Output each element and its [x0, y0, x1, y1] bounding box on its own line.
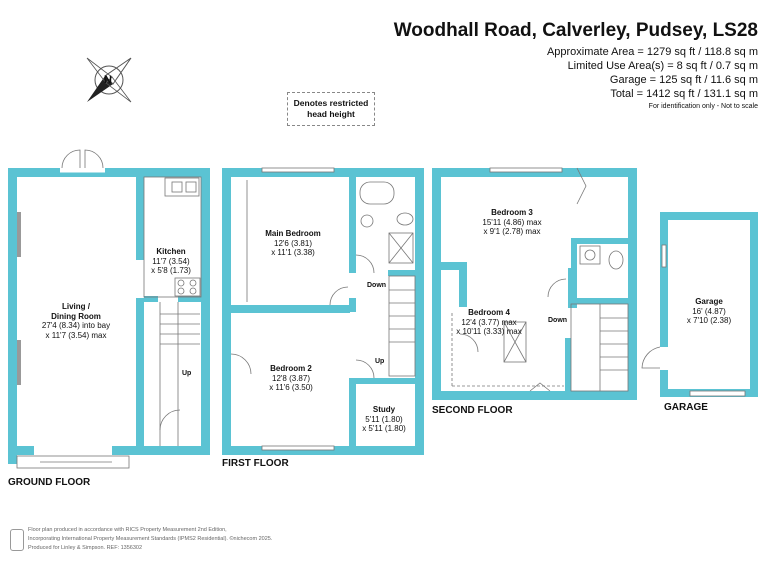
ground-floor-fixtures	[16, 149, 202, 469]
room-bedroom-3: Bedroom 3 15'11 (4.86) max x 9'1 (2.78) …	[482, 208, 541, 237]
restricted-head-height-legend: Denotes restricted head height	[287, 92, 375, 126]
room-name: Kitchen	[156, 247, 186, 256]
first-floor-walls	[222, 168, 424, 455]
room-name: Bedroom 3	[491, 208, 533, 217]
second-floor-label: SECOND FLOOR	[432, 405, 513, 416]
room-dimension-2: x 5'8 (1.73)	[151, 266, 191, 275]
room-dimension-1: 11'7 (3.54)	[152, 256, 190, 266]
room-dimension-2: x 9'1 (2.78) max	[483, 227, 541, 236]
approximate-area: Approximate Area = 1279 sq ft / 118.8 sq…	[546, 46, 758, 58]
room-kitchen: Kitchen 11'7 (3.54) x 5'8 (1.73)	[151, 247, 191, 276]
scale-note: For identification only - Not to scale	[648, 103, 758, 110]
room-dimension-2: x 11'6 (3.50)	[269, 383, 313, 392]
room-dimension-1: 12'4 (3.77) max	[461, 317, 517, 327]
ground-floor-walls	[8, 168, 210, 464]
room-bedroom-2: Bedroom 2 12'8 (3.87) x 11'6 (3.50)	[269, 364, 313, 393]
page-title: Woodhall Road, Calverley, Pudsey, LS28	[393, 20, 758, 41]
room-garage: Garage 16' (4.87) x 7'10 (2.38)	[687, 297, 731, 326]
legend-line-2: head height	[307, 109, 355, 119]
garage-label: GARAGE	[664, 402, 708, 413]
room-name: Main Bedroom	[265, 229, 321, 238]
footer-line-2: Incorporating International Property Mea…	[28, 536, 273, 542]
room-main-bedroom: Main Bedroom 12'6 (3.81) x 11'1 (3.38)	[265, 229, 321, 258]
room-name-1: Living /	[62, 302, 90, 311]
footer-line-3: Produced for Linley & Simpson. REF: 1356…	[28, 545, 143, 551]
first-floor-fixtures	[230, 167, 416, 451]
footer-line-1: Floor plan produced in accordance with R…	[28, 527, 227, 533]
room-bedroom-4: Bedroom 4 12'4 (3.77) max x 10'11 (3.33)…	[456, 308, 521, 337]
room-dimension-1: 5'11 (1.80)	[365, 414, 403, 424]
stairs-up-label: Up	[182, 370, 192, 377]
room-dimension-2: x 10'11 (3.33) max	[456, 327, 522, 336]
total-area: Total = 1412 sq ft / 131.1 sq m	[610, 88, 758, 100]
rics-badge-icon	[10, 529, 24, 551]
room-dimension-2: x 11'7 (3.54) max	[45, 330, 107, 340]
room-dimension-1: 12'6 (3.81)	[274, 238, 312, 248]
room-dimension-2: x 5'11 (1.80)	[362, 424, 406, 433]
room-dimension-1: 27'4 (8.34) into bay	[41, 321, 111, 330]
garage-fixtures	[641, 244, 746, 397]
ground-floor-bays	[17, 212, 21, 385]
room-dimension-1: 15'11 (4.86) max	[482, 217, 542, 227]
legend-line-1: Denotes restricted	[293, 98, 369, 108]
ground-floor-label: GROUND FLOOR	[8, 477, 91, 488]
room-name: Bedroom 2	[270, 364, 312, 373]
room-study: Study 5'11 (1.80) x 5'11 (1.80)	[362, 405, 406, 434]
room-name-2: Dining Room	[51, 311, 101, 321]
stairs-down-label: Down	[548, 317, 568, 324]
room-dimension-1: 12'8 (3.87)	[272, 373, 310, 383]
limited-use-area: Limited Use Area(s) = 8 sq ft / 0.7 sq m	[567, 60, 758, 72]
compass-icon	[86, 57, 132, 103]
room-dimension-2: x 7'10 (2.38)	[686, 316, 732, 325]
room-living-dining: Living / Dining Room 27'4 (8.34) into ba…	[42, 302, 110, 340]
compass-letter: N	[104, 74, 112, 86]
first-floor-label: FIRST FLOOR	[222, 458, 289, 469]
room-dimension-2: x 11'1 (3.38)	[271, 248, 315, 257]
room-dimension-1: 16' (4.87)	[692, 306, 726, 316]
room-name: Bedroom 4	[468, 308, 510, 317]
room-name: Study	[372, 405, 396, 414]
stairs-up-label: Up	[375, 358, 385, 365]
footer: Floor plan produced in accordance with R…	[10, 527, 450, 557]
garage-area: Garage = 125 sq ft / 11.6 sq m	[609, 74, 758, 86]
second-floor-fixtures	[451, 167, 629, 392]
stairs-down-label: Down	[367, 282, 387, 289]
second-floor-walls	[432, 168, 637, 400]
room-name: Garage	[695, 297, 723, 306]
